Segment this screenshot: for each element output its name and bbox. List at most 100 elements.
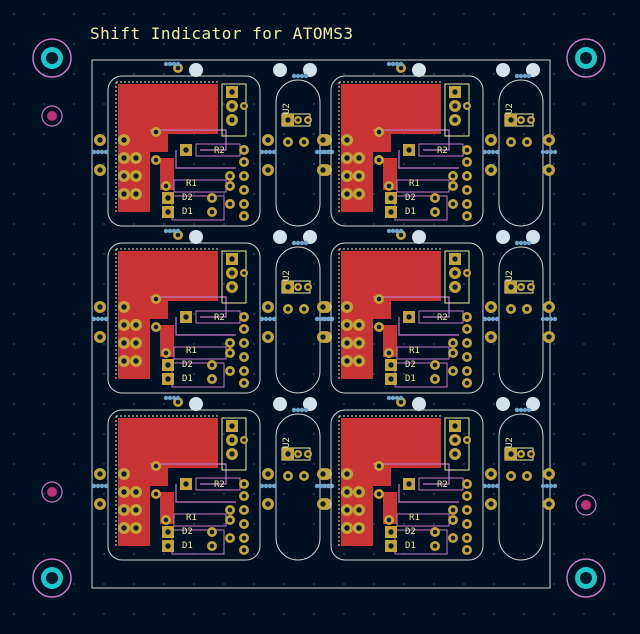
pad-right-1[interactable] (462, 491, 472, 501)
pad-r2-1[interactable] (180, 478, 192, 490)
header-pin-1[interactable] (449, 253, 461, 265)
pad-left-7[interactable] (353, 188, 365, 200)
pad-left-7[interactable] (353, 522, 365, 534)
pad-right-3[interactable] (225, 171, 235, 181)
pad-left-5[interactable] (130, 486, 142, 498)
pad-d1-1[interactable] (385, 540, 397, 552)
pad-right-4[interactable] (462, 519, 472, 529)
pad-left-7[interactable] (130, 188, 142, 200)
u2-pin-3[interactable] (527, 116, 535, 124)
edge-pad-right[interactable] (262, 301, 274, 313)
u2-pin-1[interactable] (282, 281, 294, 293)
header-pin-1[interactable] (226, 253, 238, 265)
pad-left-3[interactable] (341, 504, 353, 516)
edge-pad-left[interactable] (94, 134, 106, 146)
pad-d1-2[interactable] (207, 541, 217, 551)
pad-right-5[interactable] (462, 533, 472, 543)
u2-pad-b[interactable] (522, 471, 532, 481)
pad-left-3[interactable] (118, 337, 130, 349)
pad-d2-2[interactable] (430, 360, 440, 370)
pad-mid-2[interactable] (151, 489, 161, 499)
pad-left-1[interactable] (341, 301, 353, 313)
header-pin-3[interactable] (226, 114, 238, 126)
edge-pad-far[interactable] (543, 301, 555, 313)
pad-left-3[interactable] (341, 337, 353, 349)
edge-pad-far[interactable] (543, 468, 555, 480)
pad-right-6[interactable] (225, 366, 235, 376)
pad-right-3[interactable] (225, 338, 235, 348)
u2-pin-1[interactable] (282, 114, 294, 126)
u2-pin-3[interactable] (304, 283, 312, 291)
header-pin-1[interactable] (226, 420, 238, 432)
pad-right-3[interactable] (225, 505, 235, 515)
pad-left-4[interactable] (341, 522, 353, 534)
header-pin-4[interactable] (240, 269, 248, 277)
u2-pin-3[interactable] (527, 450, 535, 458)
pad-left-6[interactable] (130, 170, 142, 182)
pad-r1-2[interactable] (225, 348, 235, 358)
pad-d1-2[interactable] (430, 541, 440, 551)
pad-left-1[interactable] (341, 468, 353, 480)
pad-left-2[interactable] (118, 152, 130, 164)
pad-right-5[interactable] (239, 533, 249, 543)
pad-d2-1[interactable] (162, 526, 174, 538)
pad-d2-2[interactable] (207, 527, 217, 537)
header-pin-2[interactable] (226, 100, 238, 112)
header-pin-3[interactable] (449, 114, 461, 126)
pad-right-5[interactable] (462, 366, 472, 376)
u2-pad-a[interactable] (283, 471, 293, 481)
u2-pad-b[interactable] (522, 137, 532, 147)
pad-d1-1[interactable] (385, 373, 397, 385)
pad-r2-2[interactable] (462, 312, 472, 322)
pad-right-2[interactable] (462, 338, 472, 348)
edge-pad-far-2[interactable] (543, 164, 555, 176)
pad-r1-1[interactable] (161, 348, 171, 358)
pad-right-3[interactable] (448, 338, 458, 348)
pad-right-6[interactable] (448, 199, 458, 209)
u2-pad-b[interactable] (299, 471, 309, 481)
edge-pad-left[interactable] (94, 468, 106, 480)
pad-right-7[interactable] (462, 545, 472, 555)
pad-right-2[interactable] (462, 505, 472, 515)
pad-right-7[interactable] (462, 378, 472, 388)
header-pin-1[interactable] (449, 86, 461, 98)
edge-pad-right-2[interactable] (485, 498, 497, 510)
u2-pin-1[interactable] (505, 281, 517, 293)
pad-d2-2[interactable] (430, 527, 440, 537)
pad-d2-1[interactable] (162, 192, 174, 204)
pad-right-1[interactable] (239, 491, 249, 501)
edge-pad-right-2[interactable] (485, 164, 497, 176)
header-pin-2[interactable] (226, 267, 238, 279)
edge-pad-far-2[interactable] (543, 331, 555, 343)
pad-left-1[interactable] (341, 134, 353, 146)
pad-mid-1[interactable] (151, 127, 161, 137)
pad-r2-1[interactable] (403, 311, 415, 323)
pad-left-6[interactable] (130, 337, 142, 349)
pad-right-6[interactable] (225, 199, 235, 209)
pad-left-4[interactable] (341, 188, 353, 200)
pad-right-7[interactable] (239, 545, 249, 555)
pad-left-3[interactable] (118, 504, 130, 516)
pad-r1-2[interactable] (225, 515, 235, 525)
edge-pad-right-2[interactable] (262, 331, 274, 343)
pad-d2-1[interactable] (385, 359, 397, 371)
edge-pad-left[interactable] (94, 301, 106, 313)
mounting-hole-top-left[interactable] (32, 38, 72, 78)
header-pin-4[interactable] (463, 102, 471, 110)
pad-r2-2[interactable] (239, 479, 249, 489)
mounting-hole-top-right[interactable] (566, 38, 606, 78)
edge-pad-far[interactable] (543, 134, 555, 146)
edge-pad-left-2[interactable] (94, 331, 106, 343)
pad-mid-2[interactable] (374, 155, 384, 165)
header-pin-2[interactable] (449, 267, 461, 279)
u2-pad-a[interactable] (506, 304, 516, 314)
header-pin-4[interactable] (240, 102, 248, 110)
header-pin-1[interactable] (449, 420, 461, 432)
edge-pad-right[interactable] (485, 134, 497, 146)
u2-pad-a[interactable] (283, 137, 293, 147)
pad-left-7[interactable] (353, 355, 365, 367)
fiducial-left-bottom[interactable] (41, 481, 63, 503)
pad-right-6[interactable] (225, 533, 235, 543)
pad-d2-1[interactable] (385, 526, 397, 538)
